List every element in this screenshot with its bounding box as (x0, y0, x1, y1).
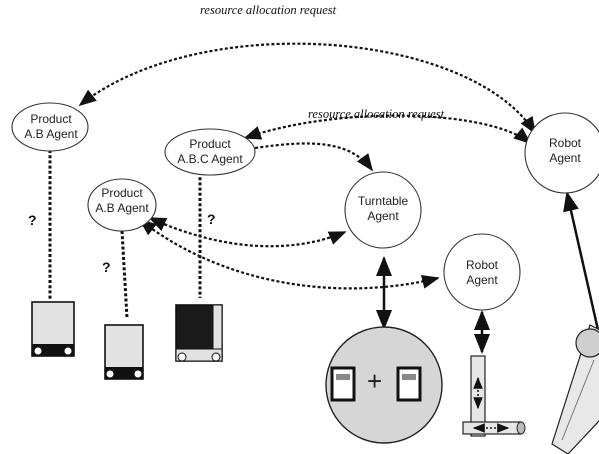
robot-right-link (563, 191, 599, 331)
ab-to-robot-arrow (138, 218, 440, 290)
mid-request-label: resource allocation request (308, 107, 445, 121)
turntable-agent-node (344, 171, 422, 249)
robot-mid-agent-node (443, 233, 521, 311)
agent-subtitle: Agent (549, 151, 581, 165)
linear-robot-equipment (462, 355, 526, 437)
agent-title: Product (30, 112, 72, 126)
turntable-equipment (325, 326, 443, 444)
product-ab-mid-link (120, 230, 129, 319)
turntable-agent: Turntable Agent (348, 194, 418, 224)
product-carrier-3 (175, 304, 223, 362)
product-abc-agent-node (164, 128, 256, 176)
agent-subtitle: Agent (367, 209, 399, 223)
agent-title: Robot (548, 136, 582, 150)
agent-subtitle: A.B.C Agent (177, 152, 243, 166)
agent-subtitle: A.B Agent (24, 127, 78, 141)
product-ab-top-agent: Product A.B Agent (14, 112, 88, 142)
unknown-mark-3: ? (102, 259, 111, 275)
product-ab-mid-agent: Product A.B Agent (88, 186, 156, 216)
robot-mid-agent: Robot Agent (447, 258, 517, 288)
unknown-mark-1: ? (28, 212, 37, 228)
product-abc-agent: Product A.B.C Agent (166, 137, 254, 167)
robot-right-agent: Robot Agent (530, 136, 599, 166)
top-request-label: resource allocation request (200, 3, 337, 17)
robot-right-agent-node (524, 112, 599, 194)
agent-subtitle: Agent (466, 273, 498, 287)
agent-title: Product (101, 186, 143, 200)
abc-to-turntable-arrow (254, 142, 374, 172)
agent-title: Product (189, 137, 231, 151)
agent-subtitle: A.B Agent (95, 201, 149, 215)
agent-title: Turntable (357, 194, 409, 208)
top-request-arrow (78, 42, 536, 135)
agent-title: Robot (465, 258, 499, 272)
robot-arm-equipment (551, 324, 599, 454)
product-ab-mid-agent-node (87, 178, 157, 232)
product-carrier-1 (31, 301, 75, 357)
mid-request-arrow (243, 114, 532, 145)
ab-to-turntable-arrow (148, 216, 347, 248)
product-ab-top-agent-node (11, 102, 89, 152)
unknown-mark-2: ? (207, 211, 216, 227)
product-carrier-2 (104, 324, 144, 380)
turntable-plus-symbol: + (367, 366, 383, 396)
